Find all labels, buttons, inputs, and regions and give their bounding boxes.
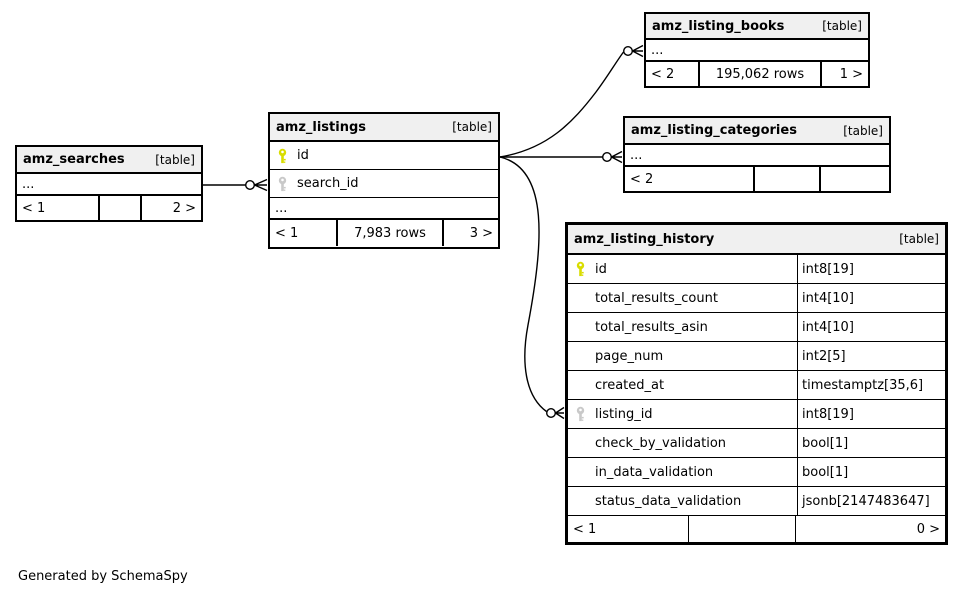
table-type-tag: [table] [155, 152, 195, 167]
table-header-amz-listing-books[interactable]: amz_listing_books [table] [646, 14, 868, 40]
column-name: check_by_validation [595, 435, 727, 451]
column-name: total_results_count [595, 290, 718, 306]
rel-listings-books [499, 44, 644, 158]
degree-left: < 1 [17, 196, 100, 220]
degree-left: < 1 [568, 516, 689, 542]
primary-key-icon [277, 148, 288, 163]
row-count: 195,062 rows [700, 62, 822, 86]
table-name: amz_searches [23, 152, 125, 167]
column-type: jsonb[2147483647] [802, 493, 930, 509]
degree-right: 0 > [916, 521, 940, 537]
table-name: amz_listings [276, 119, 367, 135]
table-footer: < 2 [625, 167, 889, 191]
columns-ellipsis: ... [17, 174, 201, 196]
degree-right: 3 > [469, 225, 493, 241]
column-name: total_results_asin [595, 319, 708, 335]
table-header-amz-listings[interactable]: amz_listings [table] [270, 114, 498, 142]
table-footer: < 1 2 > [17, 196, 201, 220]
table-footer: < 1 7,983 rows 3 > [270, 220, 498, 246]
column-type: int8[19] [802, 406, 854, 422]
row-count [755, 167, 821, 191]
table-footer: < 2 195,062 rows 1 > [646, 62, 868, 86]
column-name: listing_id [595, 406, 653, 422]
column-type: bool[1] [802, 435, 849, 451]
rel-listings-history [499, 156, 565, 420]
table-amz-listings: amz_listings [table] id [268, 112, 500, 249]
degree-right: 2 > [172, 200, 196, 216]
row-count: 7,983 rows [338, 220, 444, 246]
table-name: amz_listing_books [652, 18, 785, 34]
table-header-amz-listing-categories[interactable]: amz_listing_categories [table] [625, 118, 889, 145]
column-row-status-data-validation: status_data_validation jsonb[2147483647] [568, 487, 945, 516]
rel-listings-categories [500, 150, 623, 164]
table-type-tag: [table] [822, 19, 862, 33]
column-name: page_num [595, 348, 664, 364]
column-name: status_data_validation [595, 493, 742, 509]
column-name: created_at [595, 377, 665, 393]
column-type: int2[5] [802, 348, 846, 364]
generated-by-note: Generated by SchemaSpy [18, 569, 188, 584]
row-count [100, 196, 142, 220]
column-row-id: id int8[19] [568, 255, 945, 284]
column-type: timestamptz[35,6] [802, 377, 924, 393]
column-row-check-by-validation: check_by_validation bool[1] [568, 429, 945, 458]
column-type: int4[10] [802, 290, 854, 306]
table-name: amz_listing_history [574, 231, 715, 247]
columns-ellipsis: ... [270, 197, 498, 220]
foreign-key-icon [575, 406, 586, 422]
table-type-tag: [table] [452, 120, 492, 134]
column-type: bool[1] [802, 464, 849, 480]
table-amz-listing-categories: amz_listing_categories [table] ... < 2 [623, 116, 891, 193]
table-amz-listing-history: amz_listing_history [table] id int8[19] [565, 222, 948, 545]
table-header-amz-searches[interactable]: amz_searches [table] [17, 147, 201, 174]
degree-left: < 2 [625, 167, 755, 191]
degree-right: 1 > [839, 66, 863, 82]
column-type: int8[19] [802, 261, 854, 277]
degree-left: < 2 [646, 62, 700, 86]
table-type-tag: [table] [899, 232, 939, 246]
table-type-tag: [table] [843, 123, 883, 138]
rel-searches-listings [203, 178, 268, 192]
column-type: int4[10] [802, 319, 854, 335]
primary-key-icon [575, 261, 586, 277]
table-name: amz_listing_categories [631, 123, 797, 138]
table-amz-listing-books: amz_listing_books [table] ... < 2 195,06… [644, 12, 870, 88]
column-row-total-results-asin: total_results_asin int4[10] [568, 313, 945, 342]
column-row-page-num: page_num int2[5] [568, 342, 945, 371]
column-row-in-data-validation: in_data_validation bool[1] [568, 458, 945, 487]
column-row-created-at: created_at timestamptz[35,6] [568, 371, 945, 400]
column-name: search_id [297, 176, 359, 191]
column-row-id: id [270, 142, 498, 170]
columns-ellipsis: ... [646, 40, 868, 62]
columns-ellipsis: ... [625, 145, 889, 167]
table-header-amz-listing-history[interactable]: amz_listing_history [table] [568, 225, 945, 255]
column-row-total-results-count: total_results_count int4[10] [568, 284, 945, 313]
table-amz-searches: amz_searches [table] ... < 1 2 > [15, 145, 203, 222]
row-count [689, 516, 796, 542]
column-name: id [297, 148, 309, 163]
table-footer: < 1 0 > [568, 516, 945, 542]
column-row-listing-id: listing_id int8[19] [568, 400, 945, 429]
degree-right [821, 167, 889, 191]
foreign-key-icon [277, 176, 288, 191]
column-row-search-id: search_id [270, 170, 498, 198]
degree-left: < 1 [270, 220, 338, 246]
column-name: in_data_validation [595, 464, 714, 480]
column-name: id [595, 261, 607, 277]
